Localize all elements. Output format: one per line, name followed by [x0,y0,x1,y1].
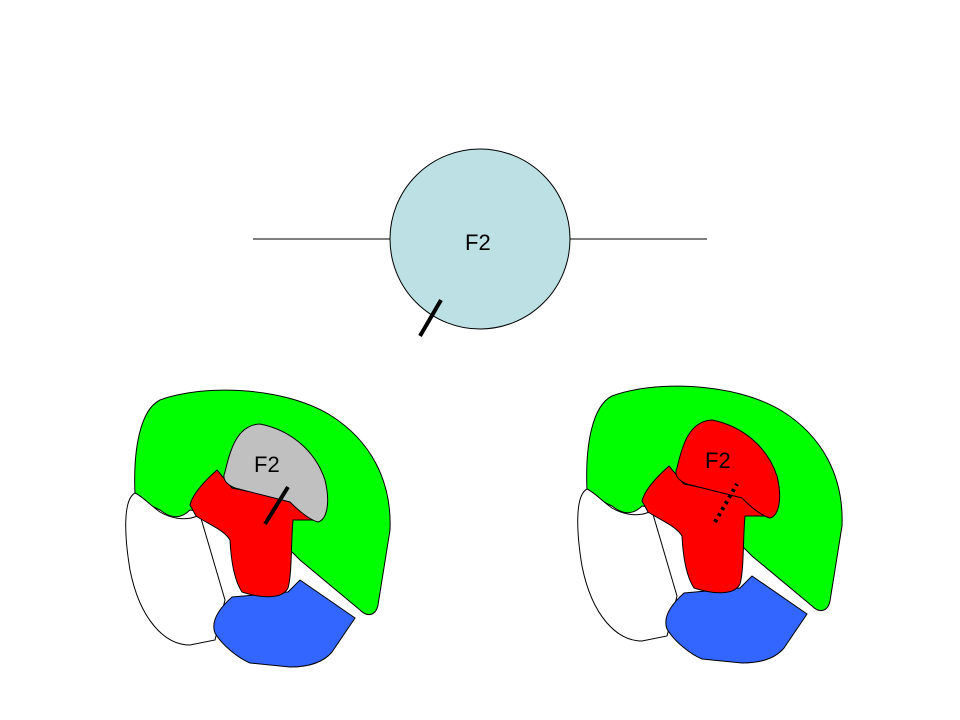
top-diagram: F2 [253,148,707,338]
f2-label: F2 [465,230,491,255]
f2-circle [389,148,571,330]
f2-region [223,423,329,523]
f2-label: F2 [705,448,731,473]
f2-label: F2 [254,452,280,477]
cut-mark [418,298,443,338]
right-diagram: F2 [577,385,843,664]
cut-mark [263,485,290,526]
f2-region [675,419,781,519]
dotted-cut-mark [713,482,739,524]
left-diagram: F2 [125,389,391,668]
